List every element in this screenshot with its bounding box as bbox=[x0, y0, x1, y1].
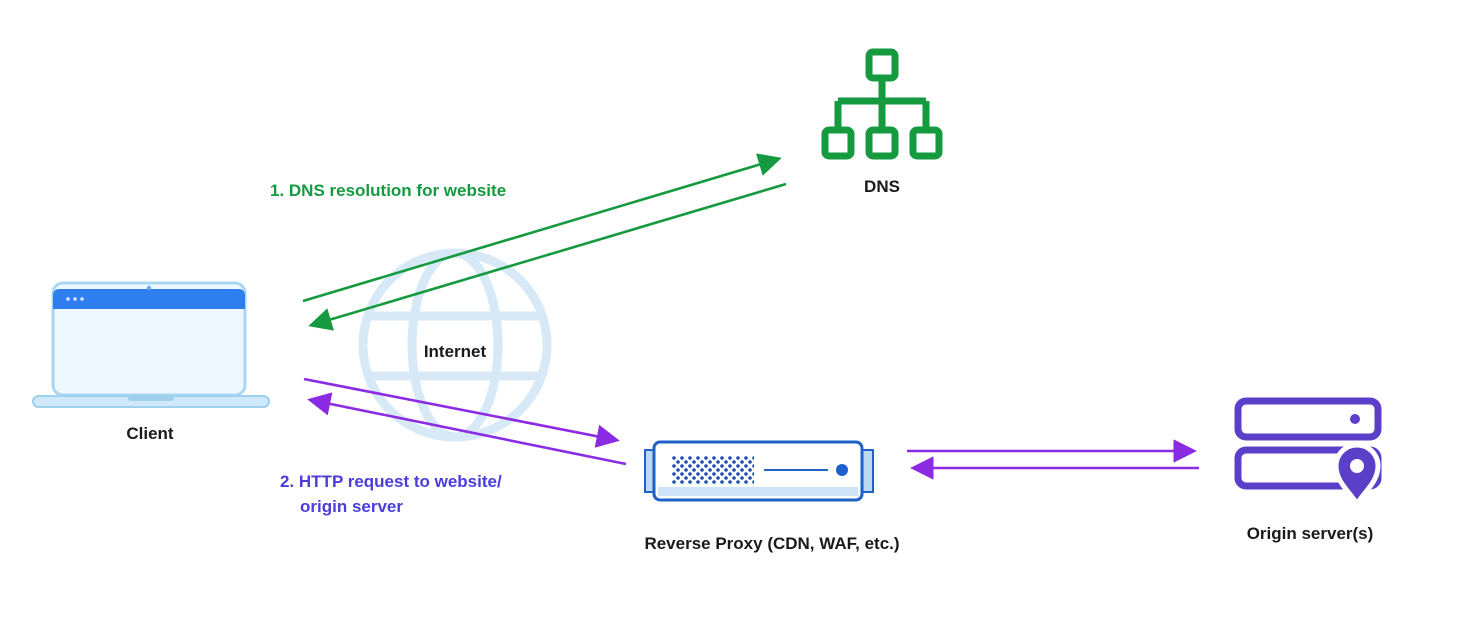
internet-globe-icon bbox=[358, 248, 552, 442]
reverse-proxy-label: Reverse Proxy (CDN, WAF, etc.) bbox=[644, 534, 900, 553]
client-laptop-icon bbox=[32, 281, 270, 408]
http-request-arrow bbox=[303, 377, 620, 448]
dns-request-arrow bbox=[302, 153, 782, 303]
location-pin-icon bbox=[1333, 442, 1381, 509]
dns-icon bbox=[821, 48, 943, 160]
dns-label: DNS bbox=[864, 177, 900, 196]
http-response-arrow bbox=[307, 392, 627, 466]
http-flow-label-line2: origin server bbox=[300, 497, 403, 516]
origin-server-icon bbox=[1234, 397, 1382, 509]
internet-label: Internet bbox=[423, 342, 487, 361]
dns-flow-label: 1. DNS resolution for website bbox=[270, 181, 507, 200]
reverse-proxy-icon bbox=[644, 440, 874, 502]
http-flow-label-line1: 2. HTTP request to website/ bbox=[280, 472, 502, 491]
origin-server-label: Origin server(s) bbox=[1246, 524, 1374, 543]
dns-response-arrow bbox=[308, 182, 787, 331]
client-label: Client bbox=[126, 424, 174, 443]
